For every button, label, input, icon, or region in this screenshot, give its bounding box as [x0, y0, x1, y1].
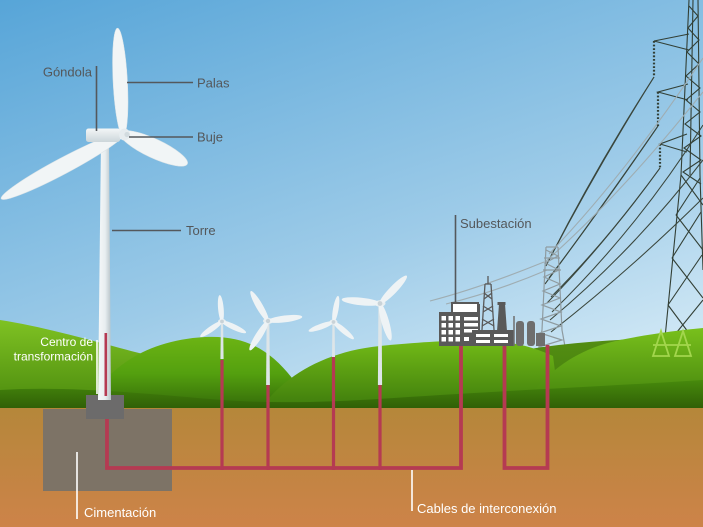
label-cables: Cables de interconexión — [417, 501, 556, 516]
interconnection-cables — [104, 333, 550, 470]
cable-substation-loop — [502, 345, 550, 470]
label-centro-line1: Centro de — [40, 335, 93, 349]
label-cimentacion: Cimentación — [84, 505, 156, 520]
label-palas: Palas — [197, 76, 230, 91]
cable-main-run — [105, 346, 463, 470]
wind-turbine-small-4 — [341, 275, 408, 385]
pylon-legs-on-grass — [651, 328, 693, 357]
power-lines — [544, 76, 703, 333]
substation-tanks — [513, 316, 545, 346]
label-subestacion: Subestación — [460, 216, 532, 231]
insulator-strings — [652, 41, 662, 168]
hills — [0, 320, 703, 412]
turbine-nacelle — [86, 128, 120, 142]
wind-turbine-small-3 — [308, 295, 354, 357]
wind-turbine-small-2 — [249, 291, 303, 385]
power-lines-light — [429, 57, 703, 305]
hill-middle — [85, 336, 314, 410]
label-torre: Torre — [186, 223, 216, 238]
wind-turbine-small-1 — [200, 295, 247, 359]
leader-lines-dark — [95, 66, 457, 302]
leader-lines-white — [76, 340, 413, 519]
substation-slat-windows — [464, 317, 478, 341]
substation — [439, 276, 545, 346]
substation-low-building — [472, 330, 514, 346]
turbine-tower — [98, 139, 111, 400]
label-centro-line2: transformación — [14, 350, 93, 364]
foreground-grass-band — [0, 380, 703, 412]
wind-turbine-main — [0, 27, 188, 400]
label-buje: Buje — [197, 130, 223, 145]
label-gondola: Góndola — [43, 65, 93, 80]
substation-window-grid — [441, 316, 460, 342]
